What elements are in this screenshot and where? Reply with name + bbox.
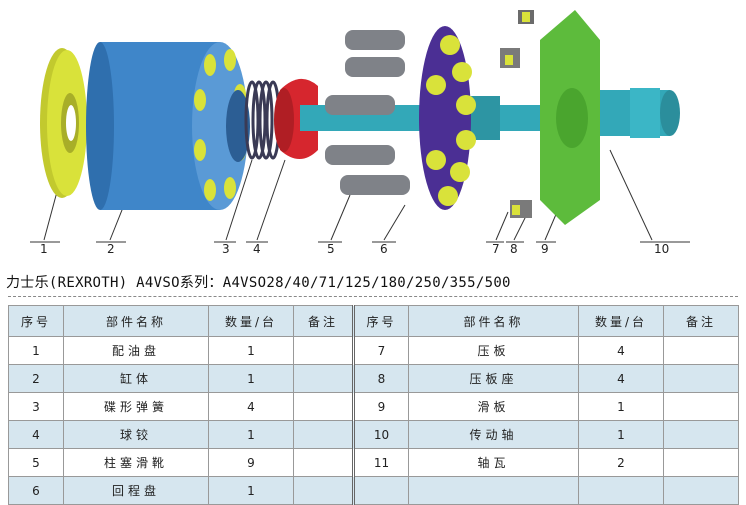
table-cell-l_qty: 1 [208,420,294,449]
table-cell-r_note [663,476,739,505]
table-cell-r_no: 8 [352,364,409,393]
table-cell-r_no: 10 [352,420,409,449]
exploded-pump-diagram: 1 2 3 4 5 6 7 8 9 10 [30,10,690,256]
table-cell-l_qty: 4 [208,392,294,421]
piston-slippers-part [325,30,410,195]
callout-9: 9 [541,242,549,256]
table-cell-l_name: 回程盘 [63,476,209,505]
table-cell-r_name: 压板 [408,336,579,365]
callout-4: 4 [253,242,261,256]
series-caption: 力士乐(REXROTH) A4VSO系列：A4VSO28/40/71/125/1… [6,275,511,291]
divider [8,296,738,297]
swash-plate-part [540,10,600,225]
callout-2: 2 [107,242,115,256]
table-cell-l_qty: 9 [208,448,294,477]
callout-1: 1 [40,242,48,256]
callout-7: 7 [492,242,500,256]
table-cell-l_qty: 1 [208,336,294,365]
table-cell-r_name: 压板座 [408,364,579,393]
table-cell-r_qty: 2 [578,448,664,477]
header-cell: 数量/台 [578,305,664,337]
table-cell-l_no: 4 [8,420,64,449]
pressure-plates-part [500,10,534,218]
table-cell-l_name: 柱塞滑靴 [63,448,209,477]
header-cell: 数量/台 [208,305,294,337]
header-cell: 备注 [663,305,739,337]
table-cell-r_qty: 1 [578,392,664,421]
table-cell-r_no: 7 [352,336,409,365]
table-header-row: 序号 部件名称 数量/台 备注 序号 部件名称 数量/台 备注 [8,305,739,337]
cylinder-block-part [86,42,250,210]
table-cell-r_no [352,476,409,505]
retainer-plate-part [419,26,476,210]
table-cell-r_qty: 4 [578,336,664,365]
callout-5: 5 [327,242,335,256]
table-cell-r_no: 9 [352,392,409,421]
table-cell-r_qty: 1 [578,420,664,449]
table-cell-r_note [663,392,739,421]
table-cell-r_no: 11 [352,448,409,477]
table-cell-l_name: 球铰 [63,420,209,449]
table-cell-l_note [293,448,354,477]
table-cell-l_note [293,476,354,505]
header-cell: 部件名称 [408,305,579,337]
table-cell-l_no: 6 [8,476,64,505]
table-cell-r_qty: 4 [578,364,664,393]
callout-3: 3 [222,242,230,256]
table-cell-l_note [293,336,354,365]
leader-lines [43,149,653,241]
table-cell-r_name [408,476,579,505]
table-cell-r_qty [578,476,664,505]
ball-joint-part [274,78,318,159]
table-cell-l_qty: 1 [208,476,294,505]
table-cell-l_qty: 1 [208,364,294,393]
header-cell: 部件名称 [63,305,209,337]
table-cell-l_no: 3 [8,392,64,421]
table-cell-r_note [663,336,739,365]
callout-8: 8 [510,242,518,256]
table-cell-l_no: 1 [8,336,64,365]
table-cell-r_name: 轴瓦 [408,448,579,477]
table-cell-l_name: 碟形弹簧 [63,392,209,421]
table-cell-l_no: 2 [8,364,64,393]
table-cell-r_note [663,420,739,449]
table-cell-l_note [293,364,354,393]
table-cell-l_no: 5 [8,448,64,477]
table-cell-l_note [293,420,354,449]
table-cell-r_note [663,364,739,393]
disc-springs-part [244,80,281,160]
table-cell-l_name: 配油盘 [63,336,209,365]
table-cell-r_note [663,448,739,477]
callout-10: 10 [654,242,669,256]
header-cell: 序号 [352,305,409,337]
table-cell-r_name: 传动轴 [408,420,579,449]
table-cell-l_note [293,392,354,421]
callout-6: 6 [380,242,388,256]
valve-plate-part [40,48,87,198]
table-cell-r_name: 滑板 [408,392,579,421]
table-cell-l_name: 缸体 [63,364,209,393]
header-cell: 备注 [293,305,354,337]
header-cell: 序号 [8,305,64,337]
